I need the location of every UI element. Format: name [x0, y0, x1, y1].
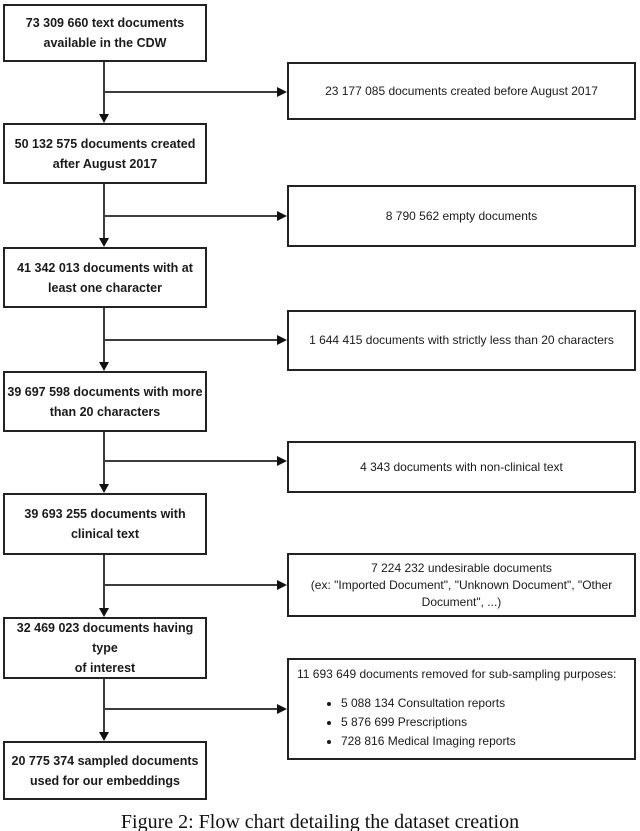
flow-node-after-aug-2017: 50 132 575 documents created after Augus…: [3, 123, 207, 184]
flow-branch-line: [104, 708, 277, 710]
excluded-label: 23 177 085 documents created before Augu…: [325, 83, 598, 98]
flow-node-excluded-undesirable: 7 224 232 undesirable documents (ex: "Im…: [287, 553, 636, 617]
flow-branch-line: [104, 460, 277, 462]
flow-connector-line: [103, 62, 105, 114]
flow-branch-line: [104, 215, 277, 217]
flow-node-sampled-documents: 20 775 374 sampled documents used for ou…: [3, 741, 207, 800]
flow-node-excluded-subsampling: 11 693 649 documents removed for sub-sam…: [287, 658, 636, 760]
flow-node-excluded-empty-documents: 8 790 562 empty documents: [287, 185, 636, 247]
excluded-label: 4 343 documents with non-clinical text: [360, 459, 563, 474]
arrow-right-icon: [277, 335, 287, 345]
arrow-down-icon: [99, 238, 109, 247]
flow-connector-line: [103, 555, 105, 608]
subsampling-item-prescriptions: 5 876 699 Prescriptions: [341, 713, 516, 732]
arrow-down-icon: [99, 114, 109, 123]
excluded-label: 1 644 415 documents with strictly less t…: [309, 333, 614, 347]
flow-node-clinical-text: 39 693 255 documents with clinical text: [3, 493, 207, 555]
flow-node-type-of-interest: 32 469 023 documents having type of inte…: [3, 617, 207, 679]
arrow-down-icon: [99, 608, 109, 617]
flow-node-cdw-total: 73 309 660 text documents available in t…: [3, 4, 207, 62]
subsampling-item-consultation: 5 088 134 Consultation reports: [341, 694, 516, 713]
arrow-down-icon: [99, 732, 109, 741]
flow-node-excluded-before-aug-2017: 23 177 085 documents created before Augu…: [287, 62, 636, 120]
flow-branch-line: [104, 584, 277, 586]
flow-node-excluded-less-than-20-chars: 1 644 415 documents with strictly less t…: [287, 310, 636, 371]
arrow-right-icon: [277, 704, 287, 714]
arrow-right-icon: [277, 211, 287, 221]
arrow-right-icon: [277, 87, 287, 97]
flow-node-excluded-non-clinical: 4 343 documents with non-clinical text: [287, 441, 636, 493]
subsampling-list: 5 088 134 Consultation reports 5 876 699…: [297, 694, 516, 751]
flow-node-at-least-one-char: 41 342 013 documents with at least one c…: [3, 247, 207, 308]
flow-connector-line: [103, 432, 105, 484]
subsampling-heading: 11 693 649 documents removed for sub-sam…: [297, 667, 617, 681]
flow-connector-line: [103, 184, 105, 238]
arrow-down-icon: [99, 362, 109, 371]
figure-caption: Figure 2: Flow chart detailing the datas…: [120, 811, 520, 831]
subsampling-item-medical-imaging: 728 816 Medical Imaging reports: [341, 732, 516, 751]
arrow-right-icon: [277, 580, 287, 590]
flow-connector-line: [103, 679, 105, 732]
arrow-right-icon: [277, 456, 287, 466]
flow-node-more-than-20-chars: 39 697 598 documents with more than 20 c…: [3, 371, 207, 432]
flow-branch-line: [104, 339, 277, 341]
arrow-down-icon: [99, 484, 109, 493]
flow-branch-line: [104, 91, 277, 93]
flow-connector-line: [103, 308, 105, 362]
excluded-label: 8 790 562 empty documents: [385, 208, 538, 223]
